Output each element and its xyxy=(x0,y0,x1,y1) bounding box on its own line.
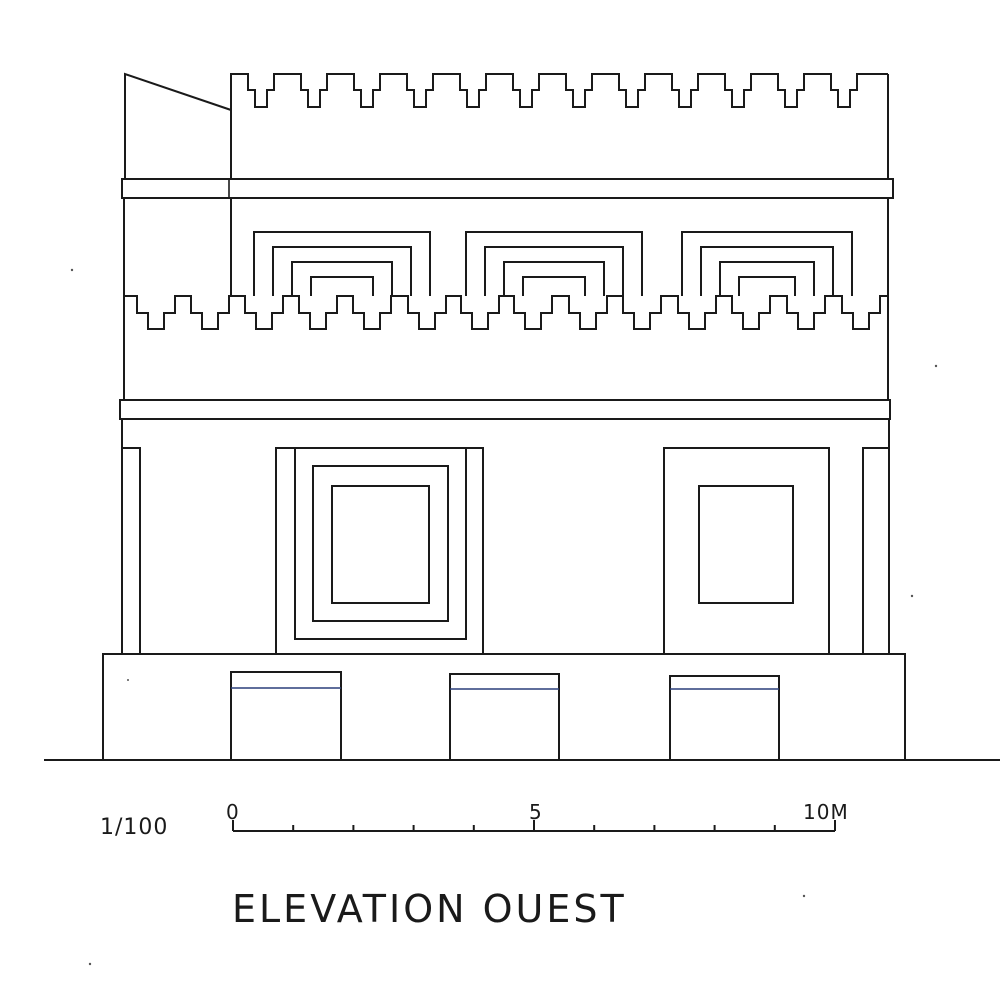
frieze-stepped-edge xyxy=(124,295,888,330)
upper-frame-line xyxy=(484,246,624,296)
scale-ticks xyxy=(232,820,836,831)
upper-frame-line xyxy=(253,231,431,296)
upper-frame-line xyxy=(465,231,643,296)
scale-bar: 1/100 0 5 10M xyxy=(100,800,849,840)
lower-cornice xyxy=(119,399,891,420)
plinth-openings xyxy=(230,671,780,761)
door-frame xyxy=(663,447,830,655)
upper-storey xyxy=(123,198,889,296)
paper-specks xyxy=(70,268,938,966)
scale-label: 1/100 xyxy=(100,815,168,840)
door-panel xyxy=(698,485,794,604)
upper-frame-line xyxy=(522,276,586,296)
scale-tick-label-end: 10M xyxy=(803,800,849,824)
scale-tick-label-start: 0 xyxy=(226,800,239,824)
plinth-opening xyxy=(669,675,780,761)
plinth xyxy=(102,653,906,761)
ground-floor xyxy=(121,419,890,655)
parapet-crenellations xyxy=(230,73,888,110)
plinth-opening xyxy=(230,671,342,761)
plinth-opening xyxy=(449,673,560,761)
upper-frame-line xyxy=(719,261,815,296)
window-frame-3 xyxy=(312,465,449,622)
upper-frame-line xyxy=(503,261,605,296)
window-frame-outer xyxy=(275,447,484,655)
upper-frame-line xyxy=(291,261,393,296)
upper-frame-line xyxy=(738,276,796,296)
window-frame-2 xyxy=(294,447,467,640)
pilaster-right xyxy=(862,447,890,655)
drawing-title: ELEVATION OUEST xyxy=(232,887,627,931)
upper-frame-line xyxy=(272,246,412,296)
upper-cornice xyxy=(121,178,894,199)
upper-frame-line xyxy=(310,276,374,296)
window-pane xyxy=(331,485,430,604)
upper-frame-line xyxy=(700,246,834,296)
upper-nested-frames xyxy=(253,231,853,296)
scale-tick-label-middle: 5 xyxy=(529,800,542,824)
stair-tower-roof xyxy=(124,72,232,179)
pilaster-left xyxy=(121,447,141,655)
upper-frame-line xyxy=(681,231,853,296)
frieze-band xyxy=(123,295,889,400)
